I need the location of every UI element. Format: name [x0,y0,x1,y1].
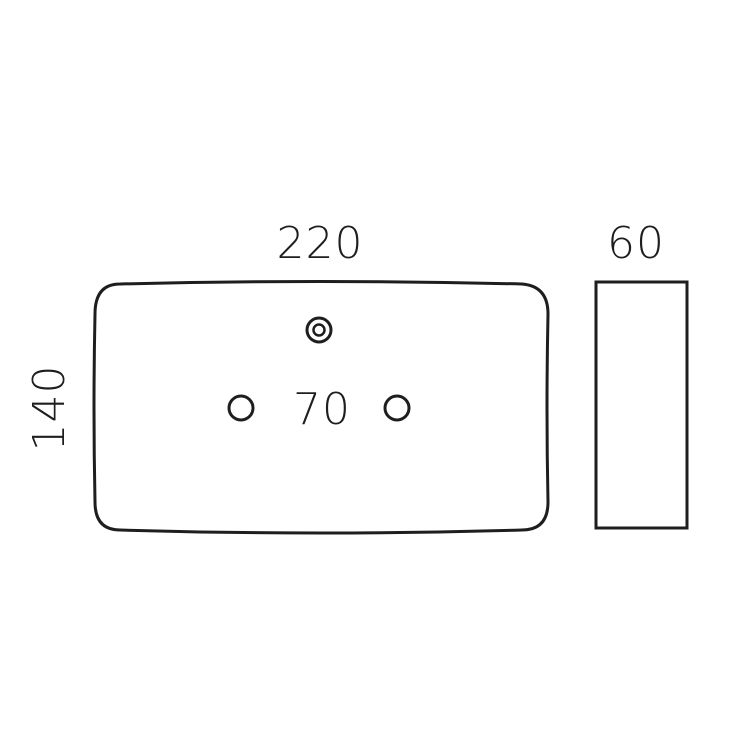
basin-top-view-outline [92,280,550,535]
depth-dimension-label: 60 [607,218,665,269]
tap-spacing-dimension-label: 70 [293,384,351,435]
height-dimension-label: 140 [24,364,75,452]
tap-hole-right [383,394,411,422]
width-dimension-label: 220 [276,218,364,269]
drain-hole-outer [305,316,333,344]
drain-hole-inner [312,323,326,337]
tap-hole-left [227,394,255,422]
basin-side-view-outline [594,280,689,530]
